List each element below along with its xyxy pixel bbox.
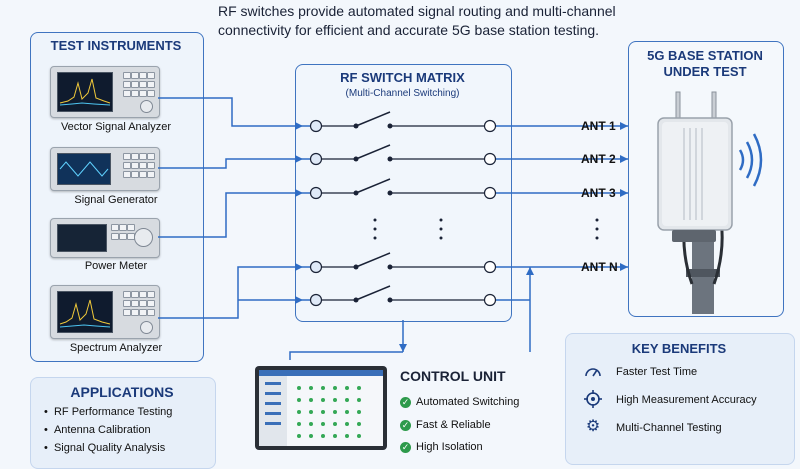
switch-row-1: [316, 111, 490, 127]
applications-title: APPLICATIONS: [70, 384, 174, 400]
checkmark-icon: ✓: [400, 397, 411, 408]
intro-text: RF switches provide automated signal rou…: [218, 2, 618, 40]
intro-line-1: RF switches provide automated signal rou…: [218, 3, 616, 19]
gear-icon: ⚙: [585, 418, 601, 435]
feed-line: [158, 97, 316, 127]
benefit-label: Faster Test Time: [616, 366, 698, 378]
arrow-head: [295, 155, 303, 163]
power-meter: [50, 218, 160, 258]
benefit-label: High Measurement Accuracy: [616, 394, 757, 406]
target-icon: [584, 390, 602, 408]
rf-switch-matrix-subtitle: (Multi-Channel Switching): [345, 88, 460, 99]
checkmark-icon: ✓: [400, 420, 411, 431]
antenna-label-n: ANT N: [581, 260, 618, 274]
control-line: [289, 351, 403, 360]
arrow-head: [295, 296, 303, 304]
arrow-head: [399, 344, 407, 352]
application-item: • RF Performance Testing: [44, 406, 173, 418]
instrument-label-signal-generator: Signal Generator: [74, 194, 158, 206]
feed-line: [158, 266, 316, 319]
application-item: • Antenna Calibration: [44, 424, 151, 436]
control-feature: High Isolation: [416, 441, 483, 453]
switch-rows: [316, 111, 490, 301]
switch-row-n: [316, 252, 490, 268]
key-benefits-panel: [565, 333, 795, 465]
arrow-head: [295, 263, 303, 271]
speedometer-icon: [585, 368, 601, 377]
base-station-title-line-1: 5G BASE STATION: [647, 48, 763, 63]
key-benefits-title: KEY BENEFITS: [631, 341, 727, 356]
checkmark-icon: ✓: [400, 442, 411, 453]
benefit-label: Multi-Channel Testing: [616, 422, 722, 434]
switch-row-2: [316, 144, 490, 160]
arrow-head: [620, 122, 628, 130]
intro-line-2: connectivity for efficient and accurate …: [218, 22, 600, 38]
control-unit-title: CONTROL UNIT: [400, 368, 506, 384]
signal-routing-diagram: [158, 97, 628, 360]
output-nodes: [483, 119, 497, 307]
feed-line: [158, 192, 316, 238]
input-nodes: [309, 119, 323, 307]
switching-grid-icon: [265, 382, 361, 438]
arrow-head: [620, 155, 628, 163]
antenna-label-1: ANT 1: [581, 119, 616, 133]
switch-contacts: [353, 123, 393, 303]
arrow-head: [526, 267, 534, 275]
application-item: • Signal Quality Analysis: [44, 442, 166, 454]
arrow-head: [295, 189, 303, 197]
arrow-head: [620, 263, 628, 271]
spectrum-trace-icon: [59, 299, 111, 328]
base-station-unit-icon: [657, 91, 763, 314]
antenna-label-2: ANT 2: [581, 152, 616, 166]
instrument-label-vsa: Vector Signal Analyzer: [60, 121, 172, 133]
base-station-title-line-2: UNDER TEST: [663, 64, 747, 79]
arrow-head: [295, 122, 303, 130]
instrument-label-power-meter: Power Meter: [84, 260, 148, 272]
switch-row-3: [316, 178, 490, 194]
arrow-head: [620, 189, 628, 197]
rf-switch-matrix-title: RF SWITCH MATRIX: [340, 70, 465, 85]
signal-generator: [50, 147, 160, 191]
vector-signal-analyzer: [50, 66, 160, 118]
antenna-label-3: ANT 3: [581, 186, 616, 200]
waveform-icon: [59, 161, 109, 177]
instrument-label-spectrum-analyzer: Spectrum Analyzer: [69, 342, 163, 354]
control-unit-monitor: [255, 366, 387, 450]
control-feature: Automated Switching: [416, 396, 520, 408]
spectrum-analyzer: [50, 285, 160, 339]
feed-line: [158, 158, 316, 169]
control-feature: Fast & Reliable: [416, 419, 491, 431]
ellipsis-dots: [373, 218, 599, 240]
switch-row-extra: [316, 285, 490, 301]
test-instruments-title: TEST INSTRUMENTS: [50, 38, 182, 53]
spectrum-trace-icon: [59, 78, 111, 106]
